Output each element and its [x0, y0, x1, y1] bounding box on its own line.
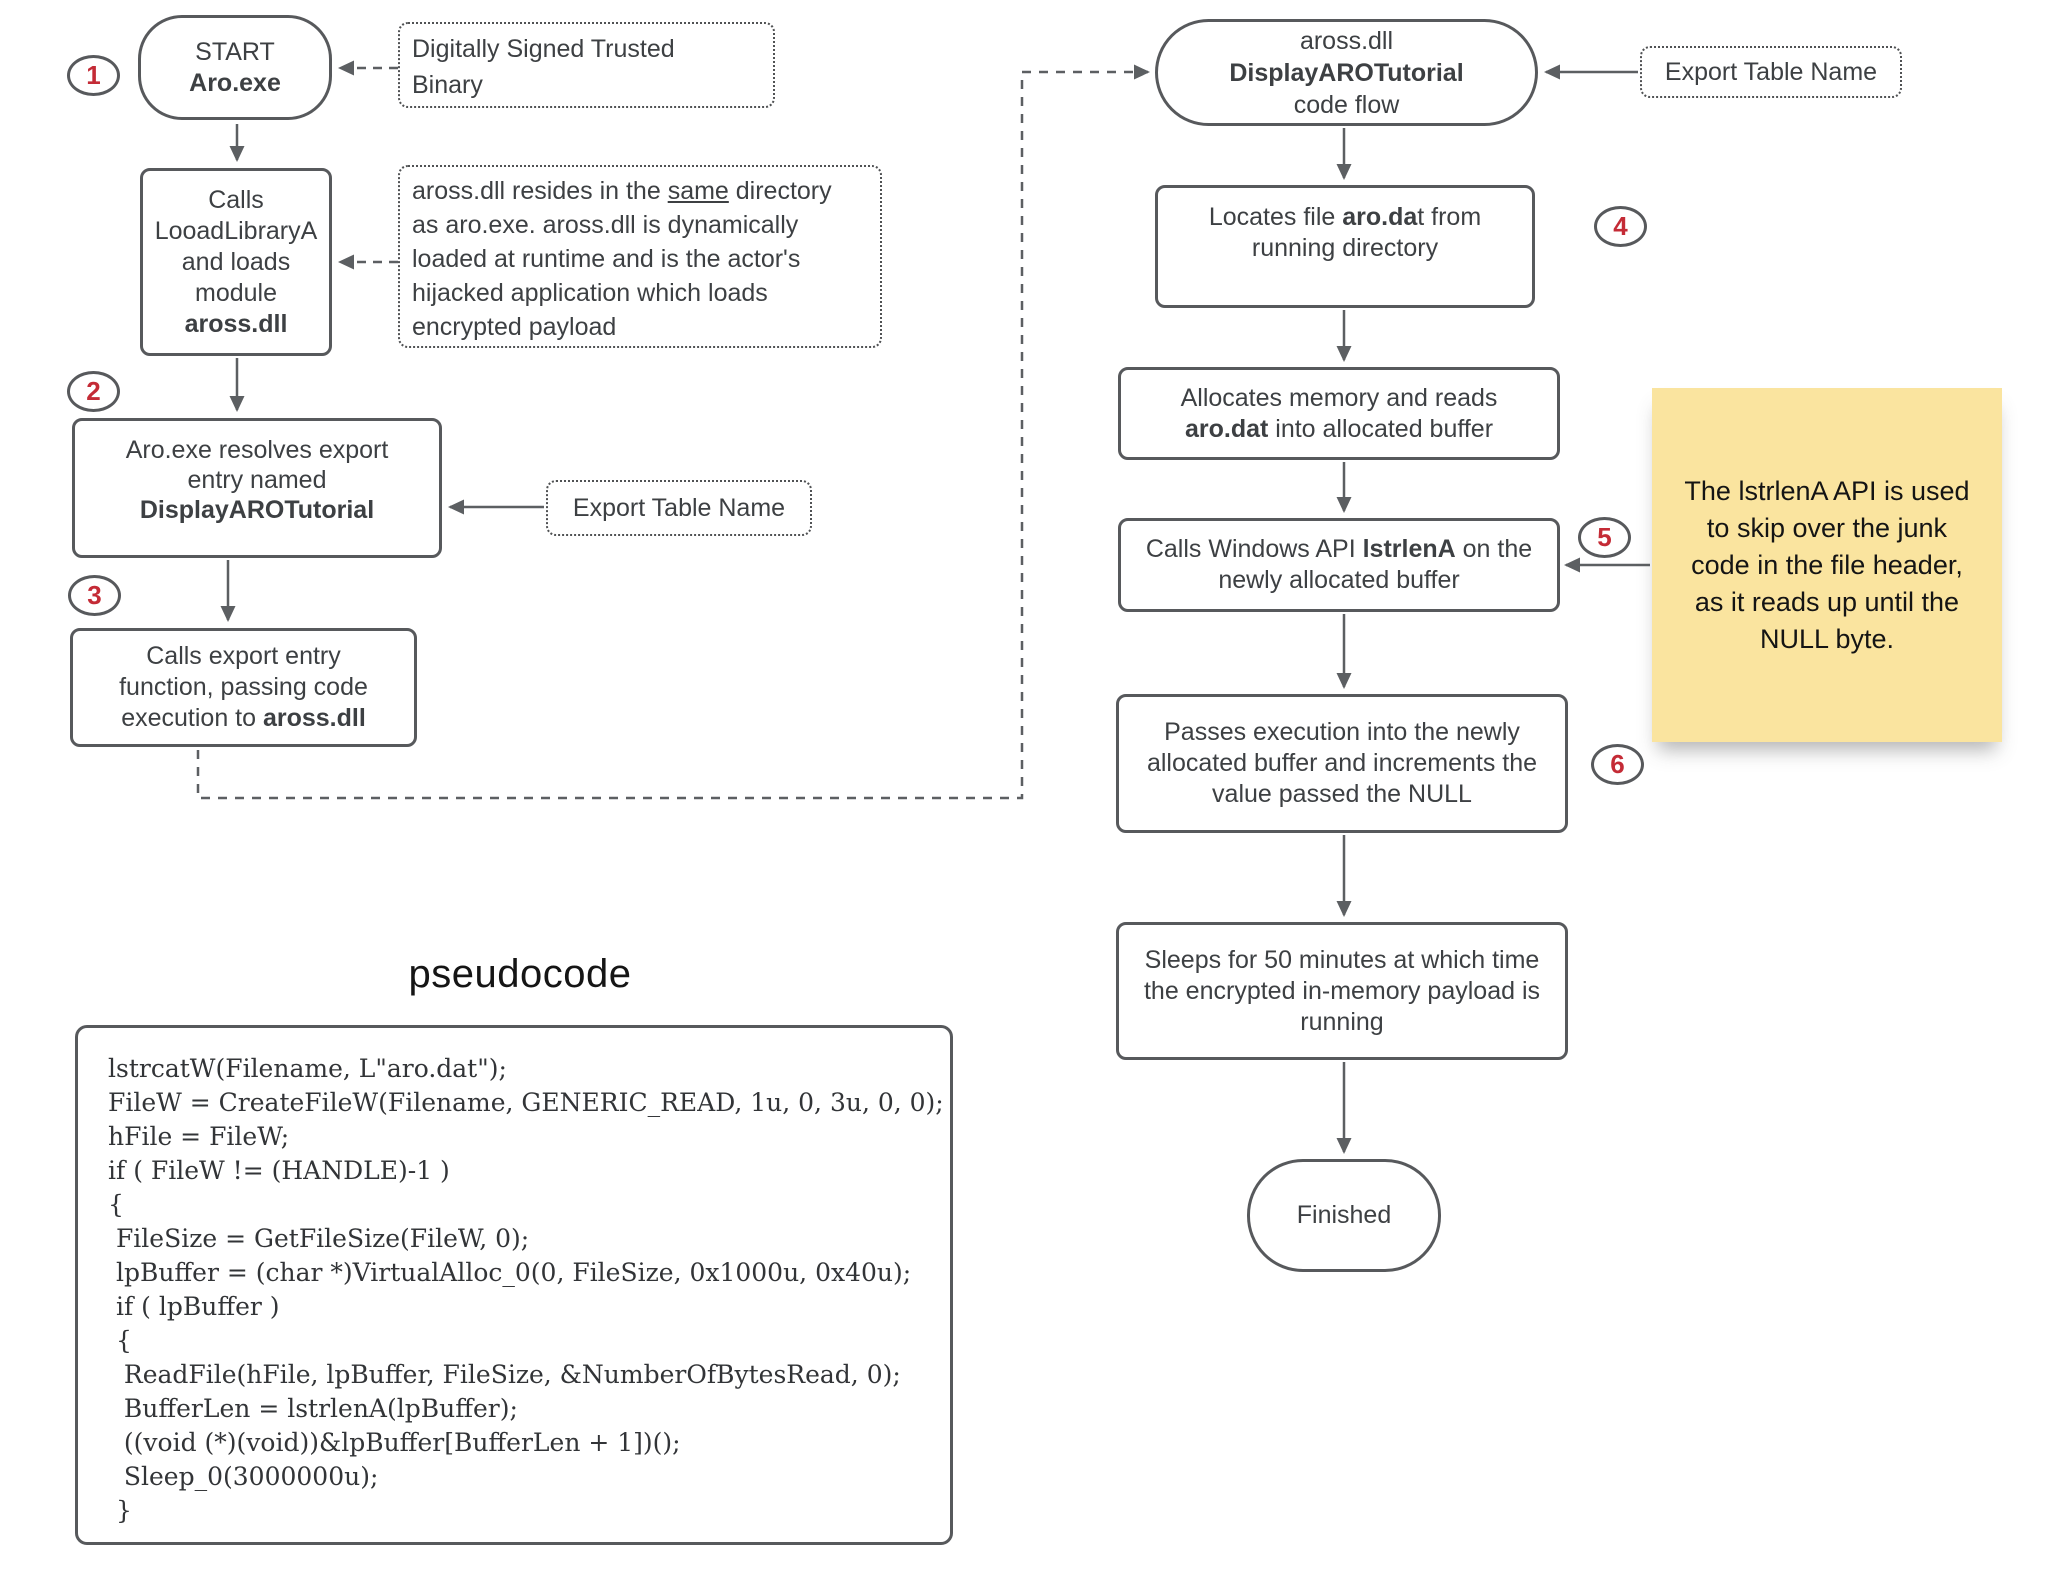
export-table-annotation-right: Export Table Name	[1640, 46, 1902, 98]
pseudocode-block: lstrcatW(Filename, L"aro.dat");FileW = C…	[75, 1025, 953, 1545]
export-table-annotation-left: Export Table Name	[546, 480, 812, 536]
step-badge-1: 1	[67, 55, 120, 96]
step-badge-3: 3	[68, 575, 121, 616]
pseudocode-title: pseudocode	[408, 952, 632, 996]
step-badge-5: 5	[1578, 517, 1631, 558]
finished-node: Finished	[1247, 1159, 1441, 1272]
step-badge-2: 2	[67, 371, 120, 412]
step-badge-4: 4	[1594, 206, 1647, 247]
step-badge-6: 6	[1591, 744, 1644, 785]
